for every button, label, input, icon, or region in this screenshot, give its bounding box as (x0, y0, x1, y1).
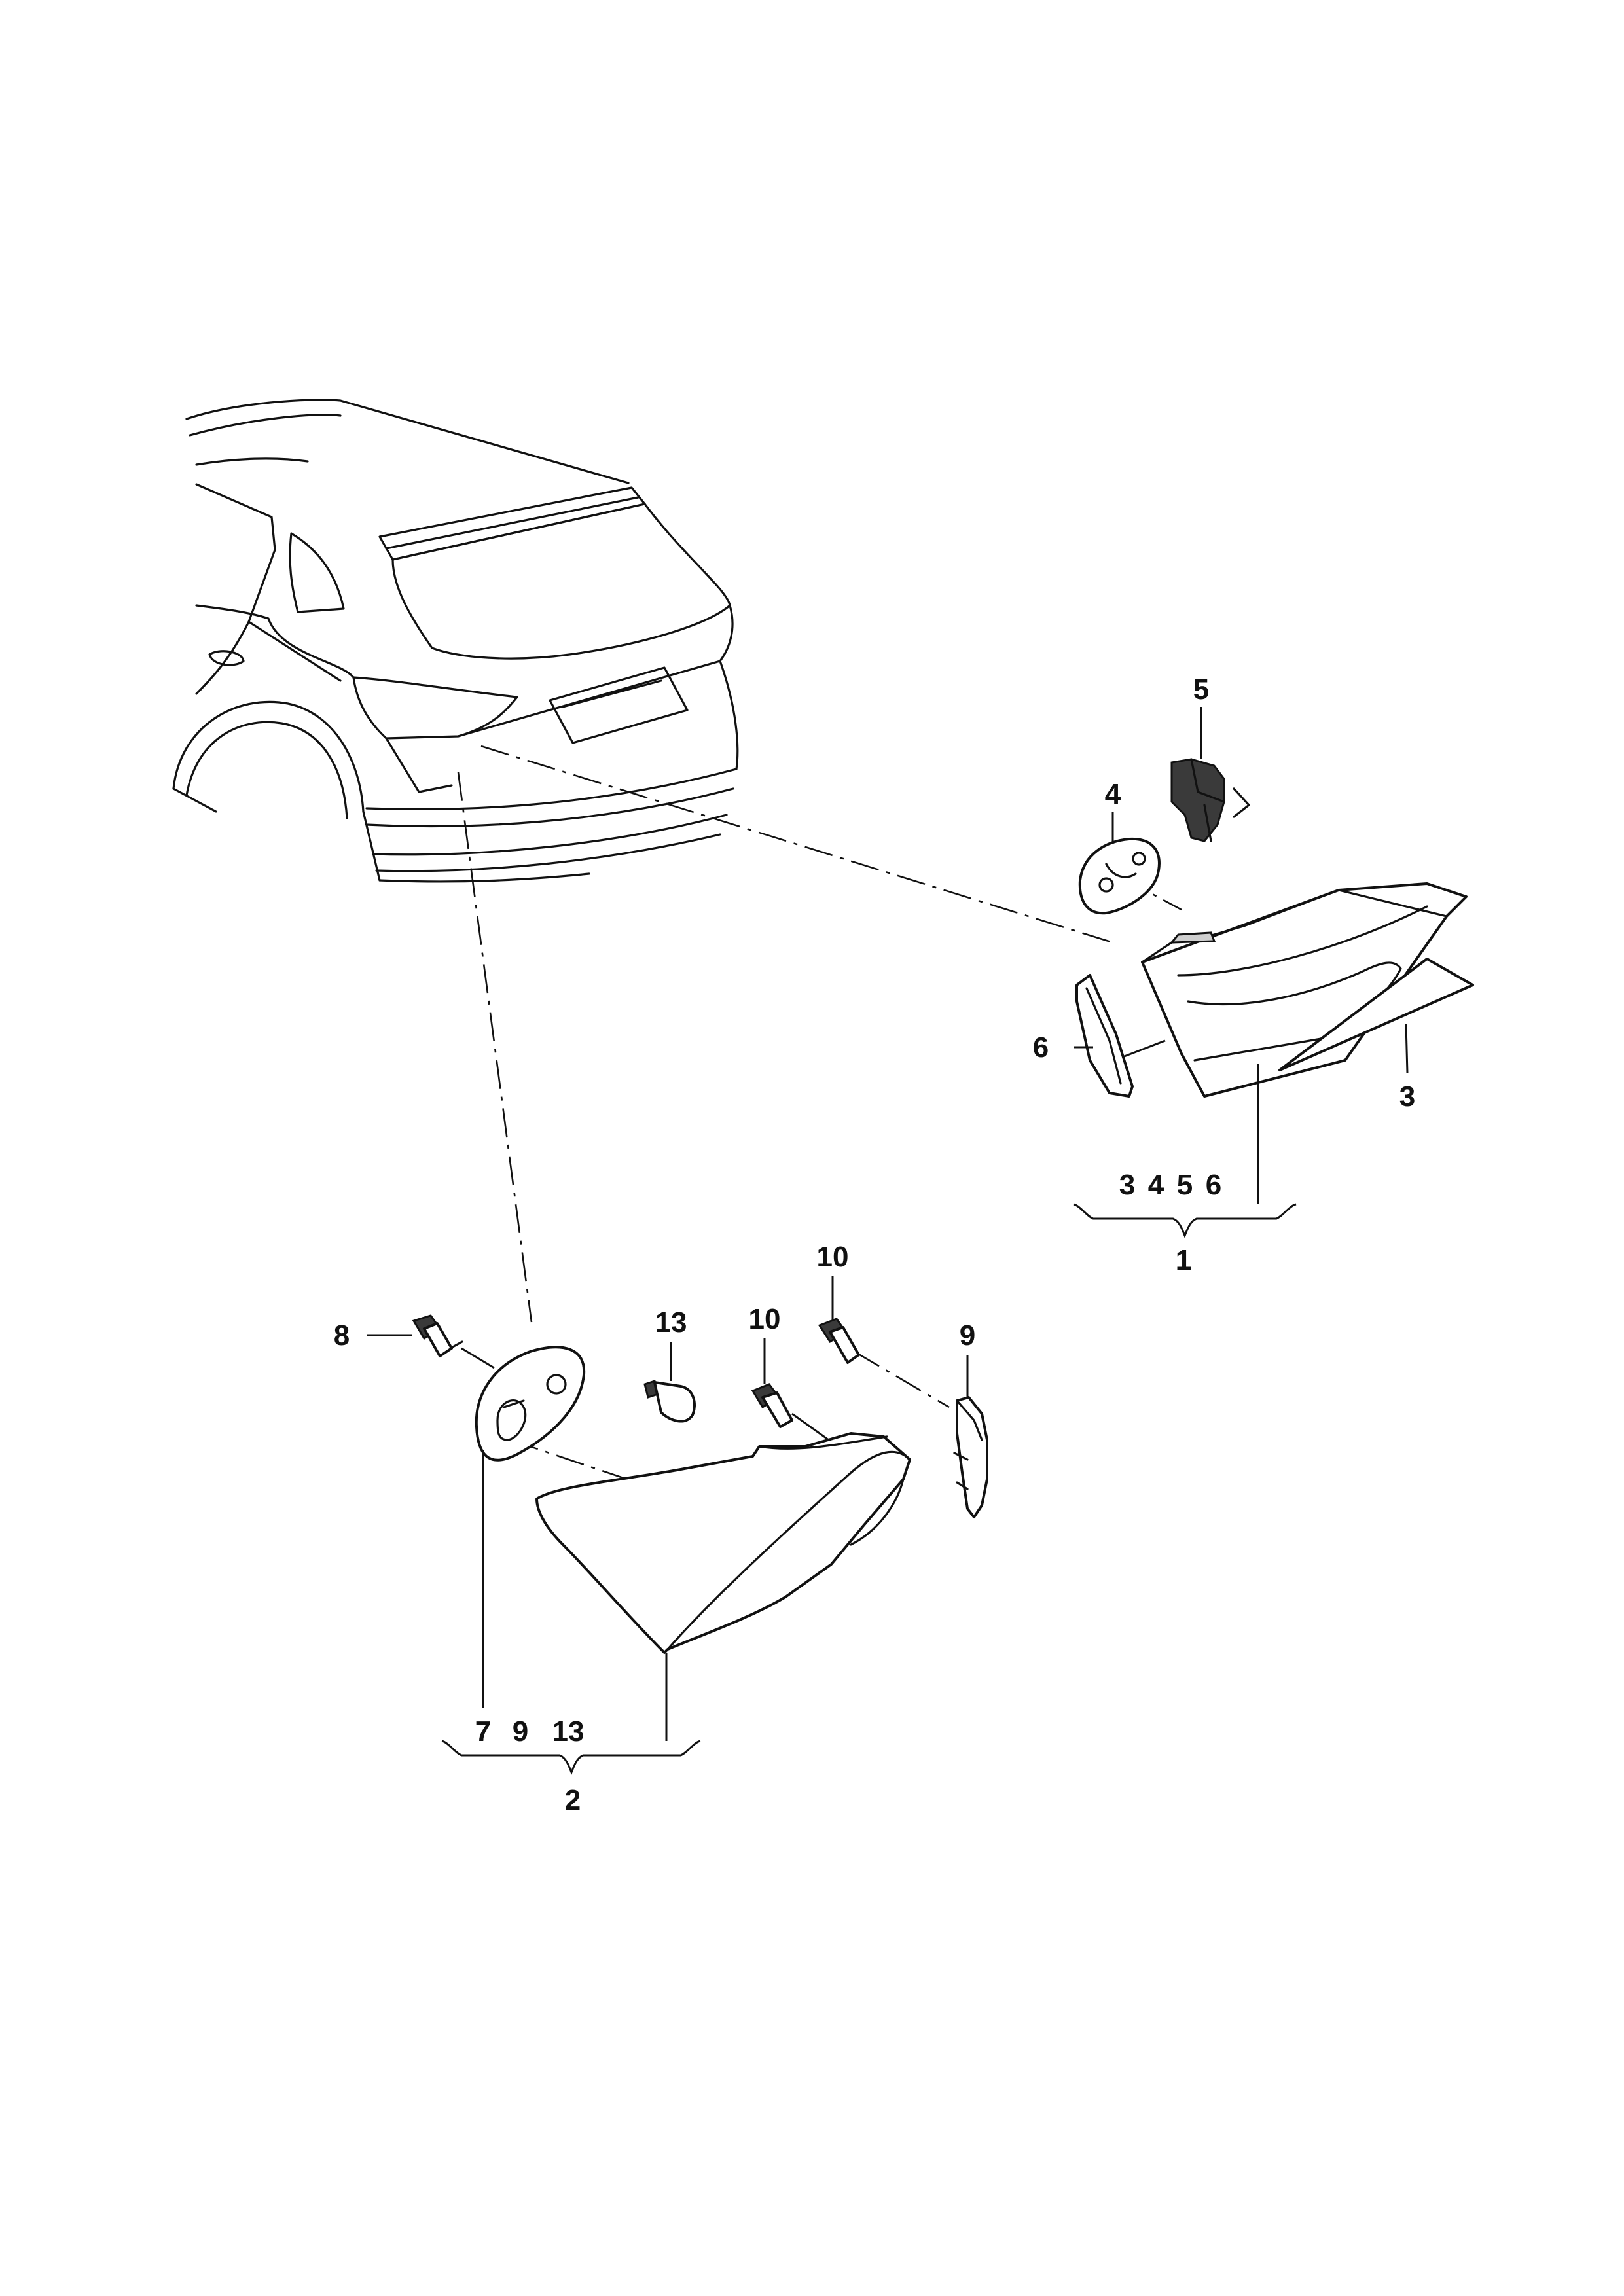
group-2-item-9: 9 (513, 1715, 528, 1748)
callout-9: 9 (960, 1319, 975, 1352)
bulb-icon (643, 1380, 696, 1423)
callout-10-left: 10 (749, 1303, 781, 1335)
tail-lamp-inner-icon (1141, 882, 1468, 1098)
group-1-label: 1 (1176, 1244, 1191, 1276)
trim-strip-icon (1278, 958, 1474, 1071)
leader-8-gasket (461, 1347, 495, 1369)
callout-5: 5 (1193, 673, 1209, 706)
group-2-item-7: 7 (475, 1715, 491, 1748)
bulb-holder-icon (1170, 758, 1250, 842)
vehicle-rear-outline-icon (172, 399, 739, 883)
callout-4: 4 (1105, 778, 1121, 810)
screw-icon (412, 1314, 463, 1357)
gasket-icon (475, 1346, 586, 1462)
callout-13: 13 (655, 1306, 687, 1338)
callout-6: 6 (1033, 1031, 1049, 1064)
group-1-item-4: 4 (1148, 1169, 1164, 1201)
callout-8: 8 (334, 1319, 350, 1352)
callout-10-right: 10 (817, 1241, 849, 1273)
group-2-item-13: 13 (552, 1715, 585, 1748)
gasket-icon (1078, 837, 1161, 915)
screw-icon (818, 1318, 860, 1364)
reflector-icon (1075, 974, 1134, 1098)
leaders-group-1 (1073, 707, 1409, 1239)
callout-labels: 5 4 6 3 3 4 5 6 1 10 13 10 9 8 7 9 13 2 (334, 673, 1415, 1816)
screw-icon (751, 1383, 793, 1428)
bracket-icon (953, 1396, 988, 1518)
reference-line-lower-lamp (457, 772, 533, 1323)
group-1-item-3: 3 (1119, 1169, 1135, 1201)
group-1-item-6: 6 (1206, 1169, 1221, 1201)
callout-3: 3 (1399, 1081, 1415, 1113)
leaders-group-2 (441, 1450, 701, 1776)
reference-line-upper-lamp (480, 745, 1113, 944)
group-1-item-5: 5 (1177, 1169, 1193, 1201)
group-2-label: 2 (565, 1784, 581, 1816)
reference-line-screw-10-right (854, 1350, 950, 1408)
tail-lamp-outer-icon (535, 1432, 911, 1654)
